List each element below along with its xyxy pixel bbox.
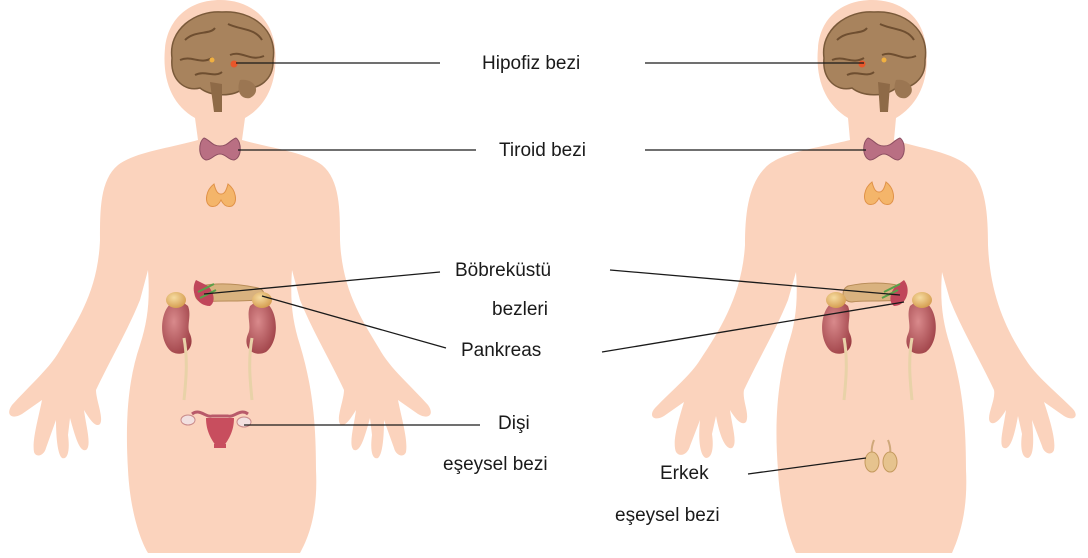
label-hipofiz: Hipofiz bezi [482,53,580,75]
female-pituitary-dot [231,61,238,68]
label-erkek-line1: Erkek [660,463,709,485]
label-erkek-line2: eşeysel bezi [615,505,720,527]
label-tiroid: Tiroid bezi [499,140,586,162]
label-pankreas: Pankreas [461,340,541,362]
label-bobrekustu-line1: Böbreküstü [455,260,551,282]
male-body [652,0,1076,553]
male-pituitary-dot [859,61,866,68]
female-body [9,0,431,553]
label-bobrekustu-line2: bezleri [492,299,548,321]
label-disi-line2: eşeysel bezi [443,454,548,476]
label-disi-line1: Dişi [498,413,530,435]
